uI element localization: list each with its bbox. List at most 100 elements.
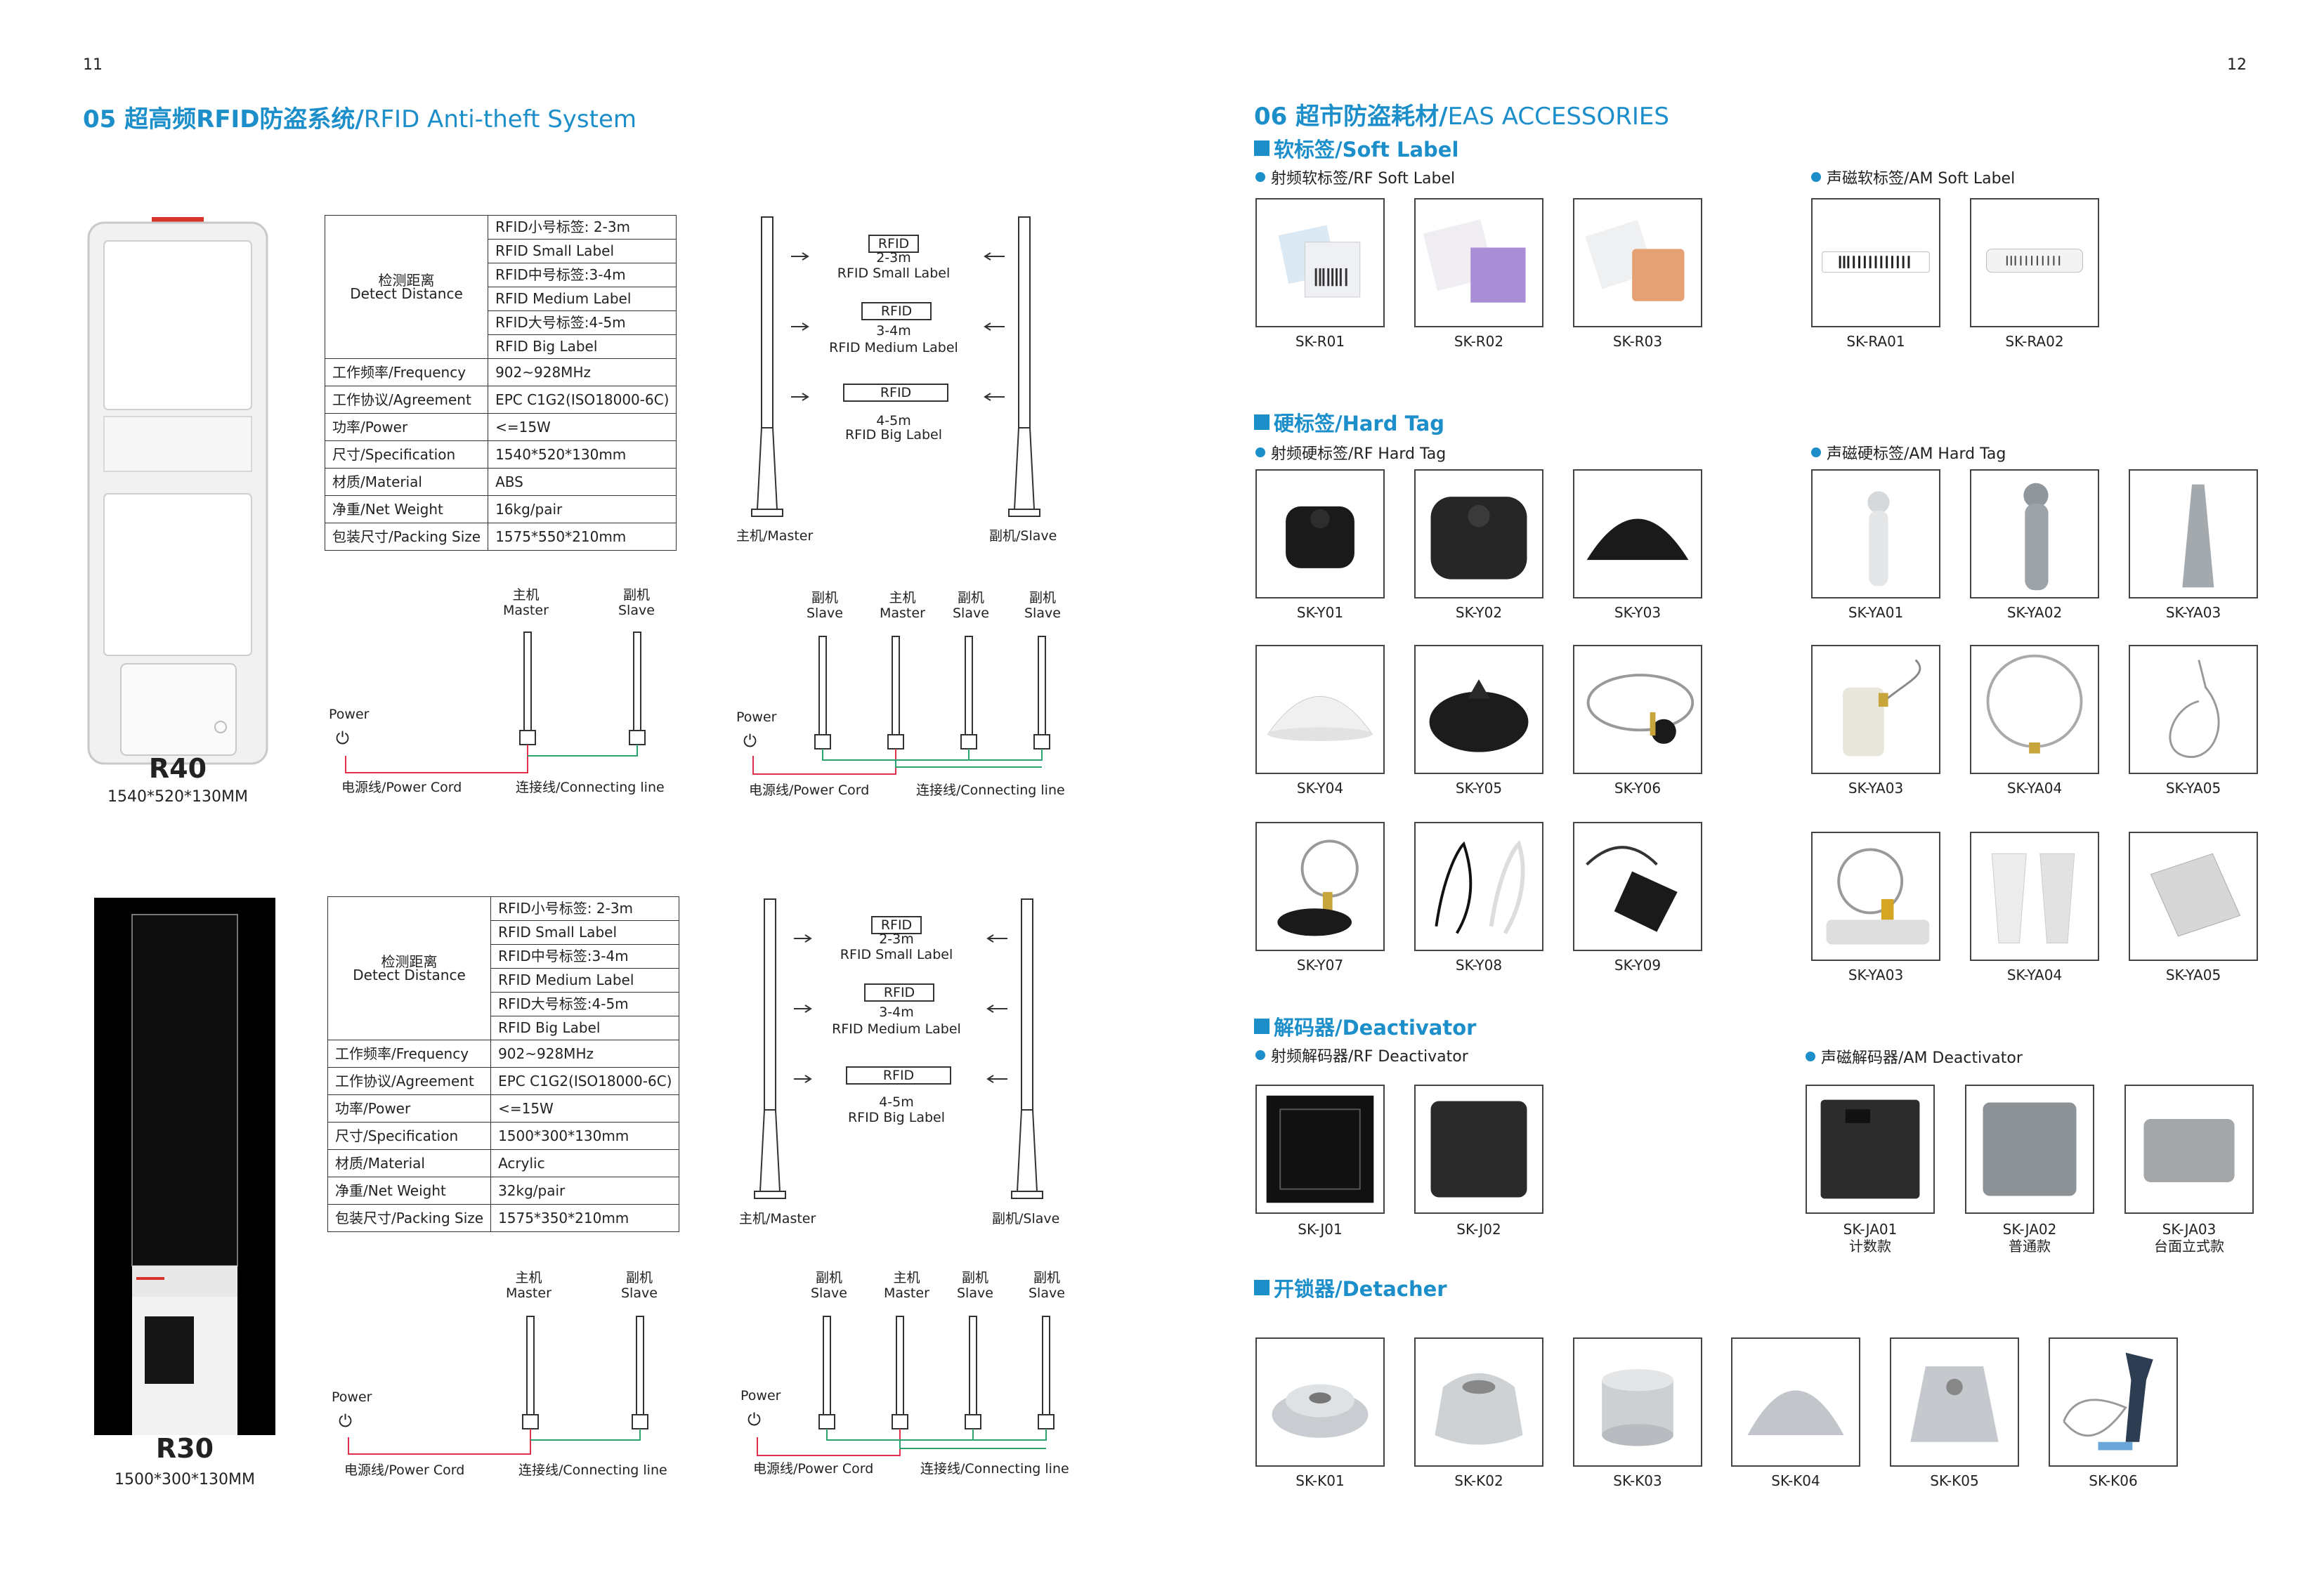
product-code: SK-R02 (1454, 333, 1504, 350)
product-code: SK-YA04 (2006, 780, 2063, 797)
section-title-rfid-en: RFID Anti-theft System (363, 105, 637, 133)
spec-distance-value: RFID中号标签:3-4m (488, 263, 677, 287)
section-title-eas-en: EAS ACCESSORIES (1447, 103, 1669, 131)
product-code: SK-K06 (2089, 1472, 2138, 1489)
range-box-small: RFID (868, 235, 919, 253)
heading-am-deactivator: 声磁解码器/AM Deactivator (1806, 1045, 2023, 1068)
product-image-sk-y07 (1255, 822, 1385, 951)
range-box-big: RFID (843, 384, 948, 402)
range-master-label: 主机/Master (736, 528, 814, 544)
product-code: SK-YA03 (1848, 967, 1904, 983)
spec-row-label: 功率/Power (324, 413, 489, 441)
product-image-sk-k06 (2049, 1337, 2178, 1467)
spec-row-value: 1500*300*130mm (490, 1122, 680, 1150)
r40-four-post-wiring (736, 618, 1081, 780)
heading-am-soft-label: 声磁软标签/AM Soft Label (1811, 166, 2015, 188)
power-cord-label: 电源线/Power Cord (753, 1461, 874, 1477)
product-image-sk-ya03 (1811, 645, 1940, 774)
power-label: Power (332, 1389, 372, 1405)
range-big-label: RFID Big Label (847, 1110, 946, 1125)
range-big-meters: 4-5m (876, 413, 911, 428)
power-label: Power (329, 707, 370, 722)
spec-row-label: 工作频率/Frequency (327, 1040, 492, 1068)
product-image-sk-ya03 (2129, 469, 2258, 598)
range-medium-label: RFID Medium Label (829, 340, 958, 355)
spec-row-label: 工作协议/Agreement (327, 1067, 492, 1095)
spec-distance-value: RFID Small Label (488, 239, 677, 263)
range-master-label: 主机/Master (739, 1211, 816, 1226)
spec-distance-en: Detect Distance (350, 284, 463, 302)
r30-gate-image (94, 898, 275, 1437)
power-icon: ⏻ (336, 728, 349, 748)
power-cord-label: 电源线/Power Cord (749, 783, 870, 798)
spec-row-value: EPC C1G2(ISO18000-6C) (490, 1067, 680, 1095)
section-title-rfid-cn: 05 超高频RFID防盗系统/ (83, 105, 364, 133)
power-icon: ⏻ (748, 1410, 761, 1429)
spec-distance-en: Detect Distance (353, 966, 466, 983)
power-label: Power (740, 1388, 781, 1403)
product-image-sk-y01 (1255, 469, 1385, 598)
connecting-line-label: 连接线/Connecting line (916, 783, 1065, 798)
spec-row-value: 1540*520*130mm (488, 440, 677, 469)
section-title-eas-cn: 06 超市防盗耗材/ (1254, 103, 1448, 131)
power-icon: ⏻ (339, 1411, 352, 1431)
r40-range-diagram (738, 214, 1075, 537)
spec-distance-value: RFID小号标签: 2-3m (488, 215, 677, 240)
r30-range-diagram (740, 896, 1078, 1219)
spec-row-label: 包装尺寸/Packing Size (324, 523, 489, 551)
spec-row-value: <=15W (490, 1094, 680, 1123)
power-icon: ⏻ (743, 731, 757, 751)
product-image-sk-k01 (1255, 1337, 1385, 1467)
product-image-sk-ya05 (2129, 832, 2258, 961)
product-image-sk-y06 (1573, 645, 1702, 774)
page-number-right: 12 (2227, 56, 2247, 74)
spec-row-label: 材质/Material (324, 468, 489, 496)
product-image-sk-y04 (1255, 645, 1385, 774)
range-medium-meters: 3-4m (876, 323, 911, 339)
spec-distance-cn: 检测距离 (378, 271, 435, 289)
connecting-line-label: 连接线/Connecting line (920, 1461, 1069, 1477)
heading-rf-deactivator: 射频解码器/RF Deactivator (1255, 1044, 1468, 1066)
power-cord-label: 电源线/Power Cord (341, 780, 462, 795)
range-box-small: RFID (871, 916, 922, 934)
subsection-hard-tag: 硬标签/Hard Tag (1254, 407, 1444, 437)
product-image-sk-ya04 (1970, 832, 2099, 961)
section-title-rfid: 05 超高频RFID防盗系统/RFID Anti-theft System (83, 100, 637, 134)
product-code: SK-Y04 (1296, 780, 1344, 797)
connecting-line-label: 连接线/Connecting line (518, 1463, 667, 1478)
product-code: SK-RA02 (2005, 333, 2064, 350)
product-image-sk-y09 (1573, 822, 1702, 951)
spec-distance-value: RFID Big Label (488, 334, 677, 359)
product-image-sk-ya01 (1811, 469, 1940, 598)
product-image-sk-ra02 (1970, 198, 2099, 327)
product-image-sk-j01 (1255, 1085, 1385, 1214)
product-code: SK-YA02 (2006, 604, 2063, 621)
product-image-sk-ra01 (1811, 198, 1940, 327)
spec-distance-value: RFID中号标签:3-4m (490, 944, 680, 969)
product-image-sk-ja02 (1965, 1085, 2094, 1214)
spec-row-value: EPC C1G2(ISO18000-6C) (488, 386, 677, 414)
product-image-sk-ja01 (1806, 1085, 1935, 1214)
product-code: SK-K04 (1771, 1472, 1820, 1489)
spec-distance-cn: 检测距离 (381, 953, 438, 970)
product-code: SK-Y02 (1455, 604, 1503, 621)
product-image-sk-y05 (1414, 645, 1543, 774)
heading-rf-soft-label: 射频软标签/RF Soft Label (1255, 166, 1455, 188)
power-label: Power (736, 709, 777, 725)
product-image-sk-r03 (1573, 198, 1702, 327)
r30-four-post-wiring (740, 1300, 1085, 1461)
product-image-sk-k03 (1573, 1337, 1702, 1467)
product-image-sk-ya03 (1811, 832, 1940, 961)
spec-row-label: 材质/Material (327, 1149, 492, 1177)
